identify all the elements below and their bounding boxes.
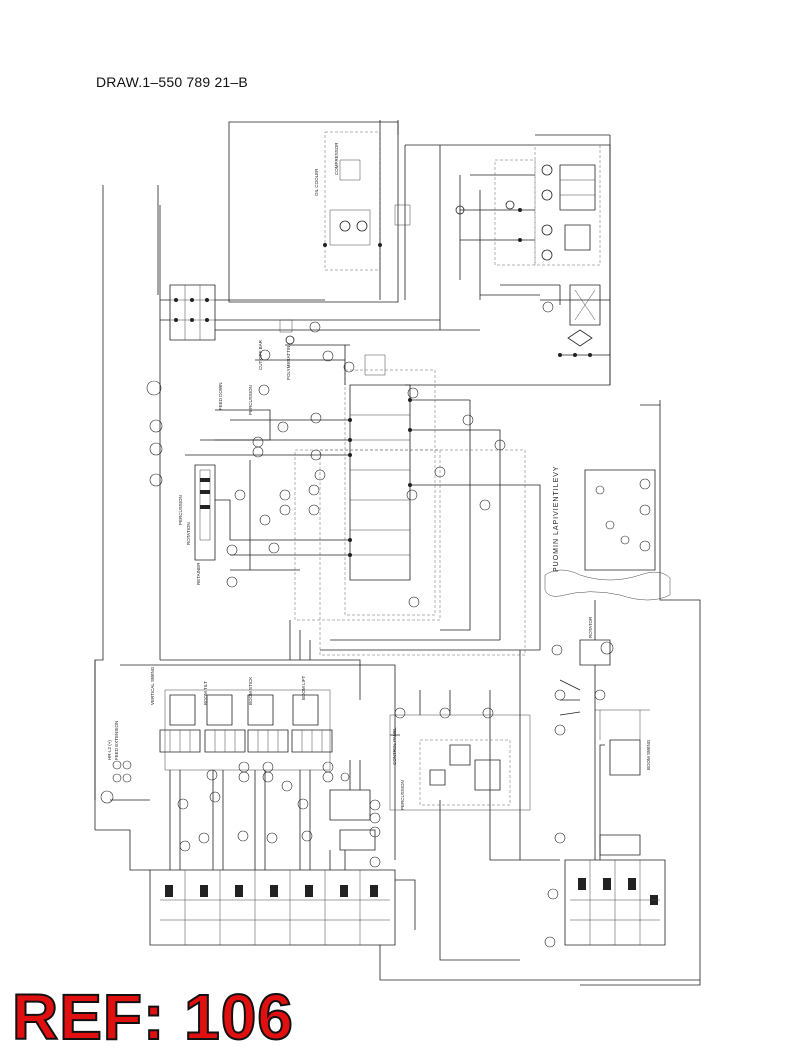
label-percussion-top: PERCUSSION xyxy=(248,385,253,415)
label-polymer: POLYMERATTIN xyxy=(286,346,291,380)
label-retainer: RETAINER xyxy=(196,562,201,585)
ref-stamp: REF: 106 xyxy=(11,981,294,1053)
callout-circles xyxy=(100,301,651,948)
label-boom-swing: BOOM SWING xyxy=(646,739,651,770)
label-control-panel: CONTROL PANEL xyxy=(392,727,397,765)
label-boom-stick: BOOM STICK xyxy=(248,677,253,705)
label-rotation-left: ROTATION xyxy=(186,522,191,545)
label-boom-lift: BOOM LIFT xyxy=(301,675,306,700)
label-feed-down: FEED DOWN xyxy=(218,383,223,411)
label-vertical-swing: VERTICAL SWING xyxy=(150,666,155,705)
label-percussion-mid: PERCUSSION xyxy=(400,780,405,810)
fitting-dots xyxy=(174,208,592,557)
label-puomin: PUOMIN LAPIVIENTILEVY xyxy=(553,465,560,572)
label-oil-cooler: OIL COOLER xyxy=(314,168,319,196)
page-title: DRAW.1–550 789 21–B xyxy=(96,74,248,90)
label-boom-tilt: BOOM TILT xyxy=(203,681,208,705)
label-ref-code: HR-L2 (+) xyxy=(107,740,112,760)
label-percussion-left: PERCUSSION xyxy=(178,495,183,525)
label-feed-extension: FEED EXTENSION xyxy=(114,721,119,760)
label-cut-off: CUT OFF BAR xyxy=(258,339,263,370)
label-rotator: ROTATOR xyxy=(588,616,593,638)
label-compressor: COMPRESSOR xyxy=(334,142,339,175)
